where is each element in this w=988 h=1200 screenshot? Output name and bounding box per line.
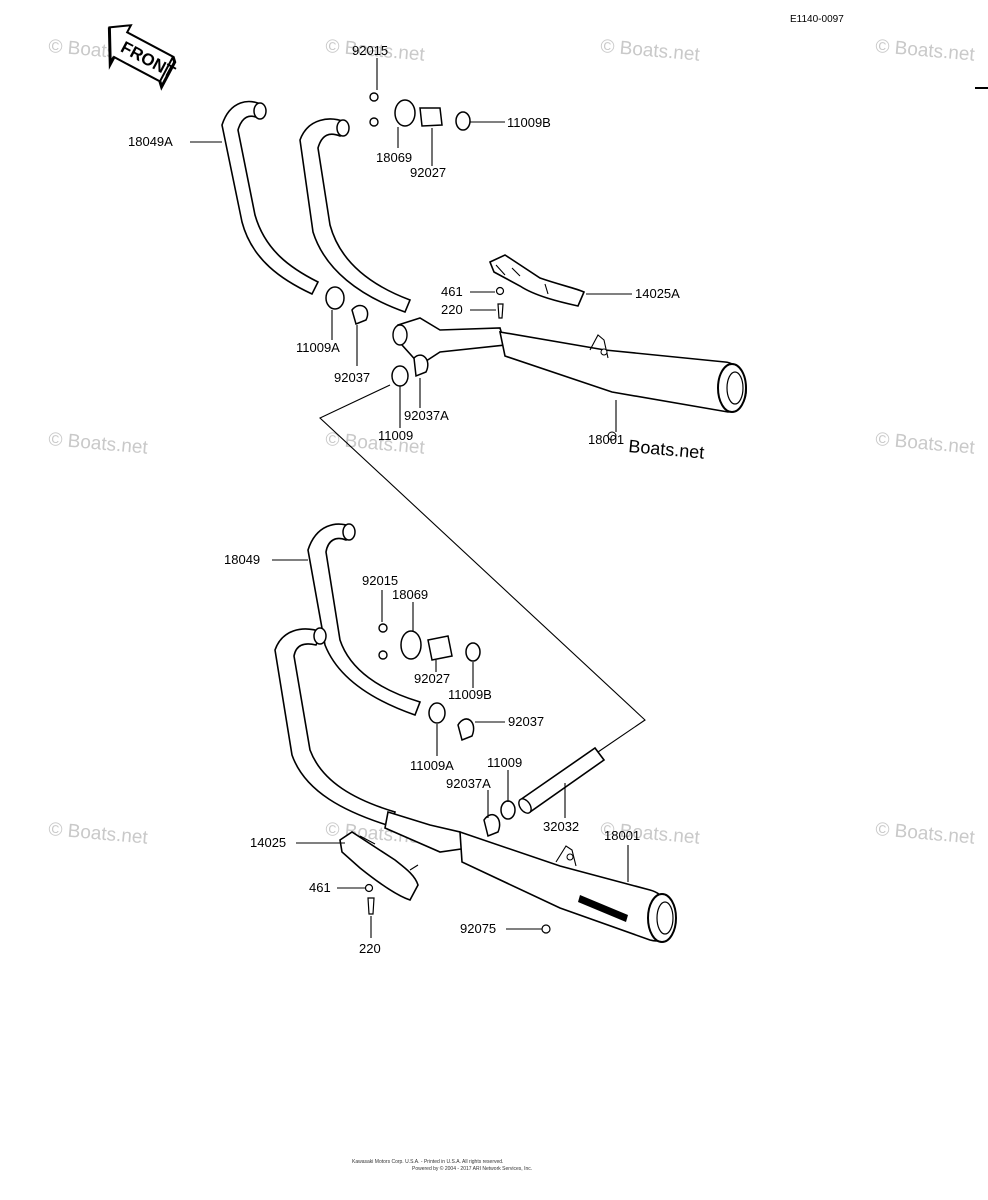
nut-92015-icon [369, 92, 379, 102]
part-label-92075: 92075 [460, 921, 496, 936]
muffler-bracket [589, 334, 609, 359]
watermark: © Boats.net [875, 819, 977, 849]
watermark: © Boats.net [48, 819, 150, 849]
part-label-92015: 92015 [352, 43, 388, 58]
part-label-14025: 14025 [250, 835, 286, 850]
heat-shield-14025 [339, 831, 419, 901]
part-label-92027: 92027 [414, 671, 450, 686]
part-label-92037A: 92037A [446, 776, 491, 791]
part-label-18049: 18049 [224, 552, 260, 567]
part-label-461: 461 [309, 880, 331, 895]
bolt-220-icon [367, 897, 375, 915]
lower-assembly: 18049 92015 18069 92027 11009B 92037 110… [224, 523, 677, 956]
cross-reference-line [319, 384, 646, 753]
gasket-11009B-icon [455, 111, 471, 131]
watermark: © Boats.net [875, 429, 977, 459]
part-label-18001: 18001 [604, 828, 640, 843]
part-label-18001: 18001 [588, 432, 624, 447]
clamp-18069-icon [400, 630, 422, 660]
clamp-92037A-icon [483, 814, 501, 838]
part-label-18069: 18069 [392, 587, 428, 602]
part-label-92037: 92037 [334, 370, 370, 385]
part-label-92015: 92015 [362, 573, 398, 588]
part-label-220: 220 [441, 302, 463, 317]
holder-92027-icon [427, 635, 453, 661]
watermark: © Boats.net [875, 36, 977, 66]
part-label-18069: 18069 [376, 150, 412, 165]
nut-461-icon [364, 883, 374, 893]
part-label-92027: 92027 [410, 165, 446, 180]
header-pipe-18049 [307, 523, 422, 717]
muffler-badge-icon [578, 895, 628, 922]
nut-461-icon [495, 286, 505, 296]
clamp-92037-icon [351, 304, 369, 326]
gasket-11009B-icon [465, 642, 481, 662]
gasket-11009A-icon [428, 702, 446, 724]
muffler-upper [498, 331, 747, 413]
heat-shield-14025A [488, 254, 586, 307]
part-label-32032: 32032 [543, 819, 579, 834]
footer-line-2: Powered by © 2004 - 2017 ARI Network Ser… [412, 1165, 532, 1172]
clamp-92037A-icon [413, 354, 429, 378]
part-label-92037: 92037 [508, 714, 544, 729]
part-label-11009B: 11009B [507, 115, 551, 130]
part-label-461: 461 [441, 284, 463, 299]
holder-92027-icon [419, 107, 443, 127]
gasket-11009-icon [391, 365, 409, 387]
nut-92015-icon [378, 650, 388, 660]
footer-line-1: Kawasaki Motors Corp. U.S.A. - Printed i… [352, 1159, 503, 1165]
part-label-18049A: 18049A [128, 134, 173, 149]
crossover-pipe-32032 [518, 746, 606, 814]
gasket-11009-icon [500, 800, 516, 820]
part-label-11009A: 11009A [296, 340, 340, 355]
nut-92015-icon [378, 623, 388, 633]
clamp-18069-icon [394, 99, 416, 127]
upper-assembly: 18049A 92015 11009B 18069 92027 461 220 … [128, 43, 747, 753]
watermark-dark: Boats.net [628, 436, 706, 463]
gasket-11009A-icon [325, 286, 345, 310]
part-label-11009B: 11009B [448, 687, 492, 702]
part-label-220: 220 [359, 941, 381, 956]
part-label-11009: 11009 [378, 428, 413, 443]
diagram-code: E1140-0097 [790, 14, 844, 25]
header-pipe-18049A [221, 100, 320, 296]
part-label-11009: 11009 [487, 755, 522, 770]
nut-92015-icon [369, 117, 379, 127]
part-label-11009A: 11009A [410, 758, 454, 773]
part-label-92037A: 92037A [404, 408, 449, 423]
bolt-92075-icon [541, 924, 551, 934]
part-label-14025A: 14025A [635, 286, 680, 301]
watermark: © Boats.net [600, 36, 702, 66]
clamp-92037-icon [457, 718, 475, 742]
watermark: © Boats.net [48, 429, 150, 459]
bolt-220-icon [497, 303, 504, 319]
